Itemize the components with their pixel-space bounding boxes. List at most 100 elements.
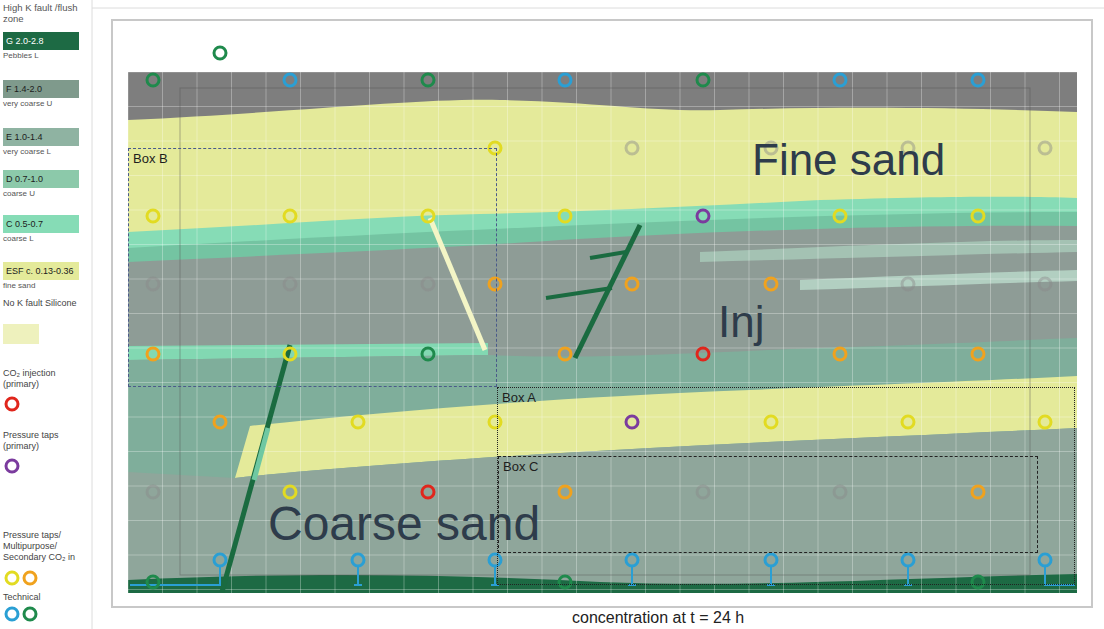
grid-line	[1059, 72, 1060, 593]
port-marker	[697, 210, 709, 222]
legend-sublabel: fine sand	[3, 281, 35, 290]
grid-line	[576, 72, 577, 593]
port-marker	[489, 416, 501, 428]
port-marker	[147, 210, 159, 222]
fine-sand-layer	[128, 100, 1077, 593]
legend-item: Pressure taps/ Multipurpose/ Secondary C…	[3, 530, 89, 563]
figure-caption: concentration at t = 24 h	[572, 609, 744, 627]
legend-symbol	[6, 572, 18, 584]
grid-line	[128, 244, 1077, 245]
grid-line	[990, 72, 991, 593]
grid-lines	[128, 72, 1077, 593]
port-marker	[902, 278, 914, 290]
outer-frame	[112, 20, 1092, 607]
region-label: Fine sand	[752, 138, 945, 182]
coarse-layer	[128, 197, 1077, 593]
grid-line	[128, 486, 1077, 487]
port-marker	[559, 576, 571, 588]
port-marker	[147, 348, 159, 360]
coarse-layer	[128, 212, 1077, 593]
grid-line	[162, 72, 163, 593]
port-marker	[1039, 554, 1051, 566]
region-label: Coarse sand	[268, 500, 540, 548]
port-marker	[559, 210, 571, 222]
legend-text: CO₂ injection (primary)	[3, 368, 89, 390]
port-marker	[147, 278, 159, 290]
port-marker	[214, 416, 226, 428]
legend-item: Pressure taps (primary)	[3, 430, 89, 452]
port-marker	[972, 210, 984, 222]
legend-symbol	[24, 572, 36, 584]
grid-line	[128, 555, 1077, 556]
inner-frame	[180, 88, 1030, 575]
legend-text: D 0.7-1.0	[3, 170, 79, 188]
port-marker	[559, 486, 571, 498]
fault-branch	[546, 288, 612, 298]
port-marker	[1039, 416, 1051, 428]
streak-layer	[700, 240, 1077, 262]
port-marker	[422, 278, 434, 290]
port-marker	[834, 486, 846, 498]
port-marker	[834, 74, 846, 86]
port-marker	[1039, 142, 1051, 154]
very-coarse-layer	[128, 226, 1077, 593]
legend-text: E 1.0-1.4	[3, 128, 79, 146]
legend-item: CO₂ injection (primary)	[3, 368, 89, 390]
technical-stem	[628, 566, 636, 585]
grid-line	[128, 210, 1077, 211]
legend-text: F 1.4-2.0	[3, 80, 79, 98]
port-marker	[834, 210, 846, 222]
grid-line	[128, 589, 1077, 590]
legend-sublabel: coarse U	[3, 189, 35, 198]
grid-line	[197, 72, 198, 593]
box-label: Box A	[498, 388, 540, 407]
grid-line	[128, 72, 1077, 73]
box-label: Box C	[499, 457, 542, 476]
pebble-layer	[128, 574, 1077, 593]
port-marker	[1039, 278, 1051, 290]
legend-symbol	[6, 608, 18, 620]
port-marker	[284, 278, 296, 290]
legend-item: No K fault Silicone	[3, 298, 89, 309]
legend-sublabel: very coarse L	[3, 147, 51, 156]
coarse-layer	[128, 338, 1077, 593]
port-marker	[834, 348, 846, 360]
port-marker	[214, 554, 226, 566]
port-marker	[559, 74, 571, 86]
port-marker	[422, 348, 434, 360]
grid-line	[714, 72, 715, 593]
grid-line	[128, 106, 1077, 107]
port-marker	[972, 576, 984, 588]
port-marker	[626, 554, 638, 566]
port-marker	[422, 74, 434, 86]
grid-line	[645, 72, 646, 593]
technical-stem	[767, 566, 775, 585]
technical-stem	[354, 566, 362, 585]
grid-line	[231, 72, 232, 593]
legend-text: No K fault Silicone	[3, 298, 89, 309]
port-marker	[352, 416, 364, 428]
grid-line	[266, 72, 267, 593]
panel-divider	[92, 0, 93, 629]
grid-line	[128, 348, 1077, 349]
port-marker	[284, 210, 296, 222]
legend-item: G 2.0-2.8	[3, 32, 79, 50]
port-marker	[626, 142, 638, 154]
port-marker	[284, 348, 296, 360]
panel-divider	[92, 8, 1104, 9]
sealing-fault	[430, 218, 485, 350]
streak-layer	[800, 270, 1077, 290]
legend-sublabel: very coarse U	[3, 99, 52, 108]
top-layer	[128, 72, 1077, 593]
port-marker	[284, 486, 296, 498]
coarse-sand-layer	[128, 428, 1077, 593]
grid-line	[956, 72, 957, 593]
region-box: Box A Box C	[497, 387, 1075, 585]
port-marker	[697, 348, 709, 360]
legend-sublabel: Pebbles L	[3, 51, 39, 60]
legend-text: G 2.0-2.8	[3, 32, 79, 50]
legend-text: ESF c. 0.13-0.36	[3, 262, 79, 280]
legend-heading: High K fault /flush zone	[3, 3, 87, 25]
port-marker	[765, 416, 777, 428]
